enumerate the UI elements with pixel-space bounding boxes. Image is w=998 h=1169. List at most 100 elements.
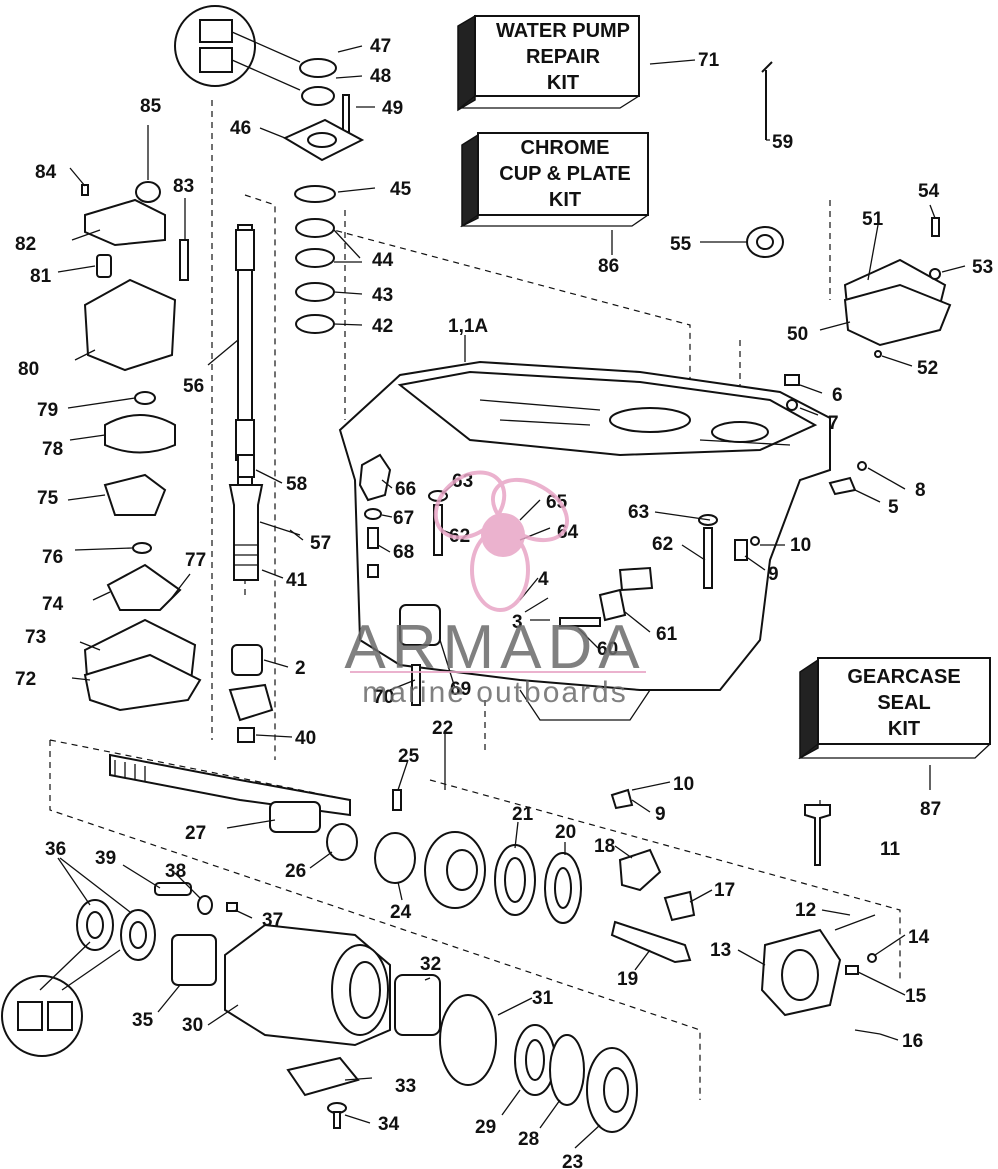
leader-lines	[57, 45, 966, 1149]
callout-60: 60	[597, 639, 618, 660]
kit-chrome-line1: CHROME	[521, 137, 610, 159]
watermark-brand: ARMADA	[344, 613, 645, 682]
callout-17: 17	[714, 880, 735, 901]
callout-35: 35	[132, 1010, 154, 1031]
callout-31: 31	[532, 988, 554, 1009]
callout-40: 40	[295, 728, 316, 749]
kit-ref-71: 71	[698, 50, 720, 71]
callout-76: 76	[42, 547, 63, 568]
callout-6: 6	[832, 385, 843, 406]
callout-68: 68	[393, 542, 414, 563]
callout-16: 16	[902, 1031, 923, 1052]
parts	[76, 58, 952, 1133]
callout-13: 13	[710, 940, 731, 961]
callout-45: 45	[390, 179, 412, 200]
propeller-logo-icon	[433, 470, 569, 612]
callout-75: 75	[37, 488, 59, 509]
callout-10-lower: 10	[673, 774, 694, 795]
callout-56: 56	[183, 376, 204, 397]
callout-32: 32	[420, 954, 441, 975]
callout-51: 51	[862, 209, 884, 230]
callout-50: 50	[787, 324, 808, 345]
callout-59: 59	[772, 132, 793, 153]
callout-24: 24	[390, 902, 412, 923]
callout-77: 77	[185, 550, 206, 571]
callout-9-upper: 9	[768, 564, 779, 585]
callout-70: 70	[373, 687, 394, 708]
callout-25: 25	[398, 746, 420, 767]
callout-7: 7	[828, 413, 839, 434]
callout-67: 67	[393, 508, 414, 529]
callout-27: 27	[185, 823, 206, 844]
callout-58: 58	[286, 474, 307, 495]
callout-78: 78	[42, 439, 63, 460]
callout-43: 43	[372, 285, 393, 306]
callout-54: 54	[918, 181, 940, 202]
callout-10-upper: 10	[790, 535, 811, 556]
kit-box-gearcase-seal: GEARCASE SEAL KIT	[798, 657, 991, 760]
callout-62-right: 62	[652, 534, 673, 555]
kit-gearcase-line1: GEARCASE	[847, 666, 960, 688]
callout-79: 79	[37, 400, 58, 421]
callout-85: 85	[140, 96, 162, 117]
callout-8: 8	[915, 480, 926, 501]
callout-47: 47	[370, 36, 391, 57]
kit-chrome-line3: KIT	[549, 189, 581, 211]
callout-2: 2	[295, 658, 306, 679]
callout-37: 37	[262, 910, 283, 931]
kit-ref-86: 86	[598, 256, 619, 277]
watermark: ARMADA marine outboards	[344, 470, 646, 709]
kit-box-water-pump: WATER PUMP REPAIR KIT	[457, 14, 640, 112]
kit-gearcase-line2: SEAL	[877, 692, 930, 714]
callout-5: 5	[888, 497, 899, 518]
callout-26: 26	[285, 861, 306, 882]
callout-9-lower: 9	[655, 804, 666, 825]
callout-11: 11	[880, 839, 901, 860]
callout-21: 21	[512, 804, 534, 825]
kit-water-pump-line3: KIT	[547, 72, 579, 94]
callout-74: 74	[42, 594, 64, 615]
callout-38: 38	[165, 861, 186, 882]
callout-61: 61	[656, 624, 678, 645]
callout-55: 55	[670, 234, 692, 255]
callout-39: 39	[95, 848, 116, 869]
callout-41: 41	[286, 570, 308, 591]
callout-36: 36	[45, 839, 66, 860]
callout-53: 53	[972, 257, 993, 278]
callout-44: 44	[372, 250, 394, 271]
callout-42: 42	[372, 316, 393, 337]
callout-83: 83	[173, 176, 194, 197]
kit-box-chrome-cup: CHROME CUP & PLATE KIT	[459, 132, 649, 228]
callout-28: 28	[518, 1129, 539, 1150]
callout-4: 4	[538, 569, 549, 590]
callout-29: 29	[475, 1117, 496, 1138]
callout-30: 30	[182, 1015, 203, 1036]
seal-inset-bottom	[1, 941, 121, 1057]
callout-12: 12	[795, 900, 816, 921]
callout-22: 22	[432, 718, 453, 739]
callout-49: 49	[382, 98, 403, 119]
gearcase-housing	[338, 360, 831, 721]
callout-66: 66	[395, 479, 416, 500]
callout-46: 46	[230, 118, 251, 139]
callout-81: 81	[30, 266, 52, 287]
watermark-tagline: marine outboards	[362, 676, 627, 709]
callout-63-right: 63	[628, 502, 649, 523]
callout-20: 20	[555, 822, 576, 843]
callout-1-1a: 1,1A	[448, 316, 488, 337]
callout-33: 33	[395, 1076, 416, 1097]
callout-82: 82	[15, 234, 36, 255]
kit-water-pump-line2: REPAIR	[526, 46, 601, 68]
kit-refs: 71 86	[598, 50, 720, 277]
kit-water-pump-line1: WATER PUMP	[496, 20, 630, 42]
callout-19: 19	[617, 969, 638, 990]
callout-labels: 47 48 49 46 45 44 43 42 85 84 83 82 81 8…	[15, 36, 993, 1169]
callout-52: 52	[917, 358, 938, 379]
callout-3: 3	[512, 612, 523, 633]
callout-73: 73	[25, 627, 46, 648]
callout-72: 72	[15, 669, 36, 690]
callout-87: 87	[920, 799, 941, 820]
callout-18: 18	[594, 836, 615, 857]
callout-84: 84	[35, 162, 57, 183]
